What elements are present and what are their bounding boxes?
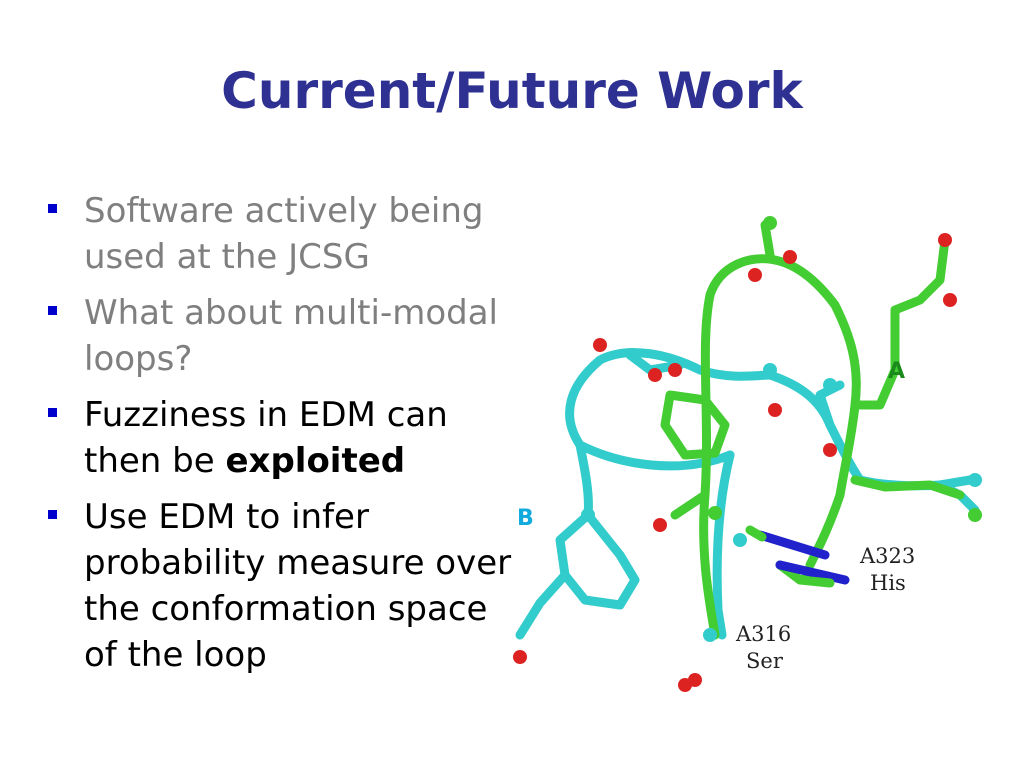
bullet-text: Use EDM to infer probability measure ove… [84,497,512,675]
residue-his-name: His [870,571,906,595]
bullet-item: Use EDM to infer probability measure ove… [48,494,518,678]
slide-title: Current/Future Work [221,62,803,120]
bullet-marker-icon [48,510,57,519]
atom-spheres [513,216,982,692]
bullet-text: What about multi-modal loops? [84,293,498,379]
residue-his-id: A323 [859,544,915,568]
bullet-emphasis: exploited [225,441,406,481]
residue-ser-id: A316 [735,622,791,646]
bullet-text: Fuzziness in EDM can then be [84,395,448,481]
bullet-marker-icon [48,408,57,417]
residue-ser-name: Ser [746,649,784,673]
bullet-item: What about multi-modal loops? [48,290,518,382]
chain-b-structure [515,348,980,640]
bullet-list: Software actively being used at the JCSG… [48,188,518,688]
bullet-item: Fuzziness in EDM can then be exploited [48,392,518,484]
his-sidechain [745,525,850,588]
bullet-marker-icon [48,306,57,315]
chain-a-label: A [888,359,905,384]
chain-b-label: B [517,506,534,531]
bullet-item: Software actively being used at the JCSG [48,188,518,280]
bullet-text: Software actively being used at the JCSG [84,191,484,277]
protein-loop-figure: A B A323 His A316 Ser [513,216,982,692]
bullet-marker-icon [48,204,57,213]
